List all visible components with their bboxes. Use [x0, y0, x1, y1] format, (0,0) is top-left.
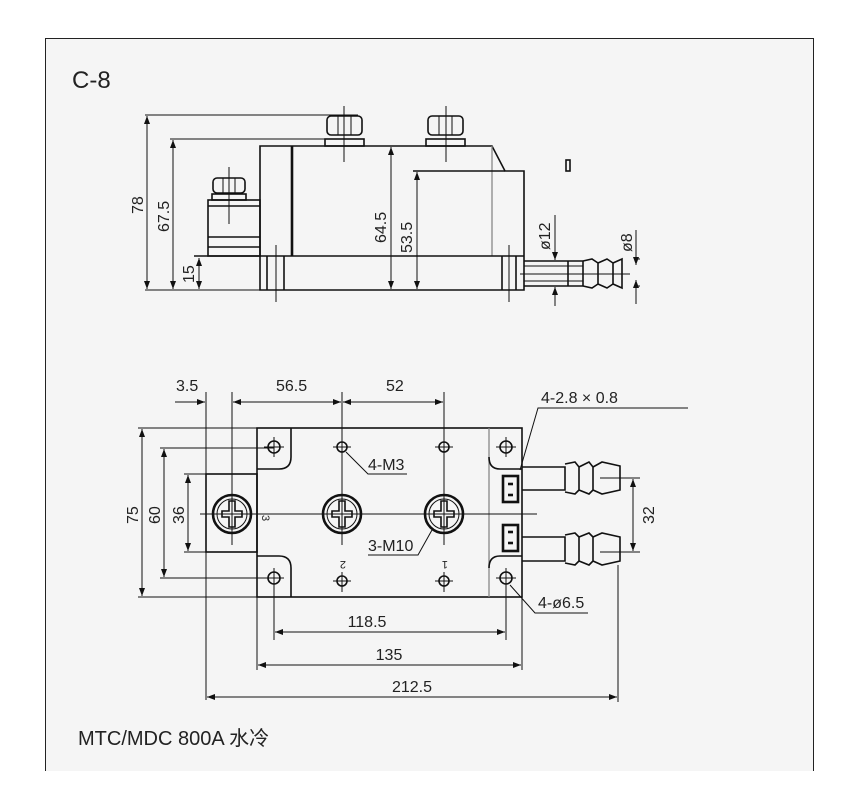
- callout-mount-holes: 4-ø6.5: [538, 595, 584, 612]
- terminal-label-3: 3: [259, 515, 271, 521]
- dim-64-5: 64.5: [373, 212, 390, 243]
- dim-135: 135: [376, 647, 403, 664]
- mounting-hole-icon: [496, 437, 516, 457]
- nut-icon: [425, 106, 466, 162]
- dim-pipe-inner: ø8: [619, 233, 636, 252]
- dim-32: 32: [641, 506, 658, 524]
- dim-36: 36: [171, 506, 188, 524]
- water-pipe-side: [520, 257, 630, 290]
- top-view: 3 2 1 3.5 56.5 52 75 60 36: [125, 378, 688, 702]
- tab-connector-icon: [501, 523, 520, 553]
- dim-56-5: 56.5: [276, 378, 307, 395]
- dim-52: 52: [386, 378, 404, 395]
- dim-75: 75: [125, 506, 142, 524]
- drawing-caption: MTC/MDC 800A 水冷: [78, 727, 269, 750]
- callout-m3: 4-M3: [368, 457, 405, 474]
- m10-screw-icon: [321, 493, 363, 535]
- top-dimensions: 3.5 56.5 52 75 60 36 32 118.5 135 212.5: [125, 378, 658, 702]
- module-base: [256, 427, 523, 598]
- m10-screw-icon: [211, 493, 253, 535]
- dim-212-5: 212.5: [392, 679, 432, 696]
- terminal-label-2: 2: [340, 558, 346, 570]
- callout-m10: 3-M10: [368, 538, 413, 555]
- dim-67-5: 67.5: [156, 201, 173, 232]
- nut-icon: [324, 106, 365, 162]
- dim-118-5: 118.5: [348, 614, 387, 631]
- water-pipe-top: [522, 460, 621, 566]
- terminal-label-1: 1: [442, 558, 448, 570]
- dim-53-5: 53.5: [399, 222, 416, 253]
- tab-connector-icon: [501, 474, 520, 504]
- drawing-title: C-8: [72, 67, 111, 94]
- side-view: 78 67.5 15 64.5 53.5 ø12 ø8: [130, 106, 640, 306]
- mounting-hole-icon: [264, 568, 284, 640]
- dim-60: 60: [147, 506, 164, 524]
- module-body: [259, 145, 525, 291]
- callouts: 4-2.8 × 0.8 4-M3 3-M10 4-ø6.5: [345, 390, 688, 614]
- mounting-hole-icon: [496, 568, 516, 640]
- callout-tabs: 4-2.8 × 0.8: [541, 390, 618, 407]
- terminal-block-side: [207, 199, 261, 257]
- aux-pin: [565, 159, 571, 172]
- mounting-hole-icon: [264, 437, 284, 457]
- nut-icon: [211, 167, 247, 224]
- dim-3-5: 3.5: [176, 378, 198, 395]
- side-dimensions: 78 67.5 15 64.5 53.5 ø12 ø8: [130, 114, 640, 306]
- dim-78: 78: [130, 196, 147, 214]
- m10-screw-icon: [423, 493, 465, 535]
- dim-15: 15: [181, 265, 198, 283]
- dim-pipe-outer: ø12: [537, 222, 554, 250]
